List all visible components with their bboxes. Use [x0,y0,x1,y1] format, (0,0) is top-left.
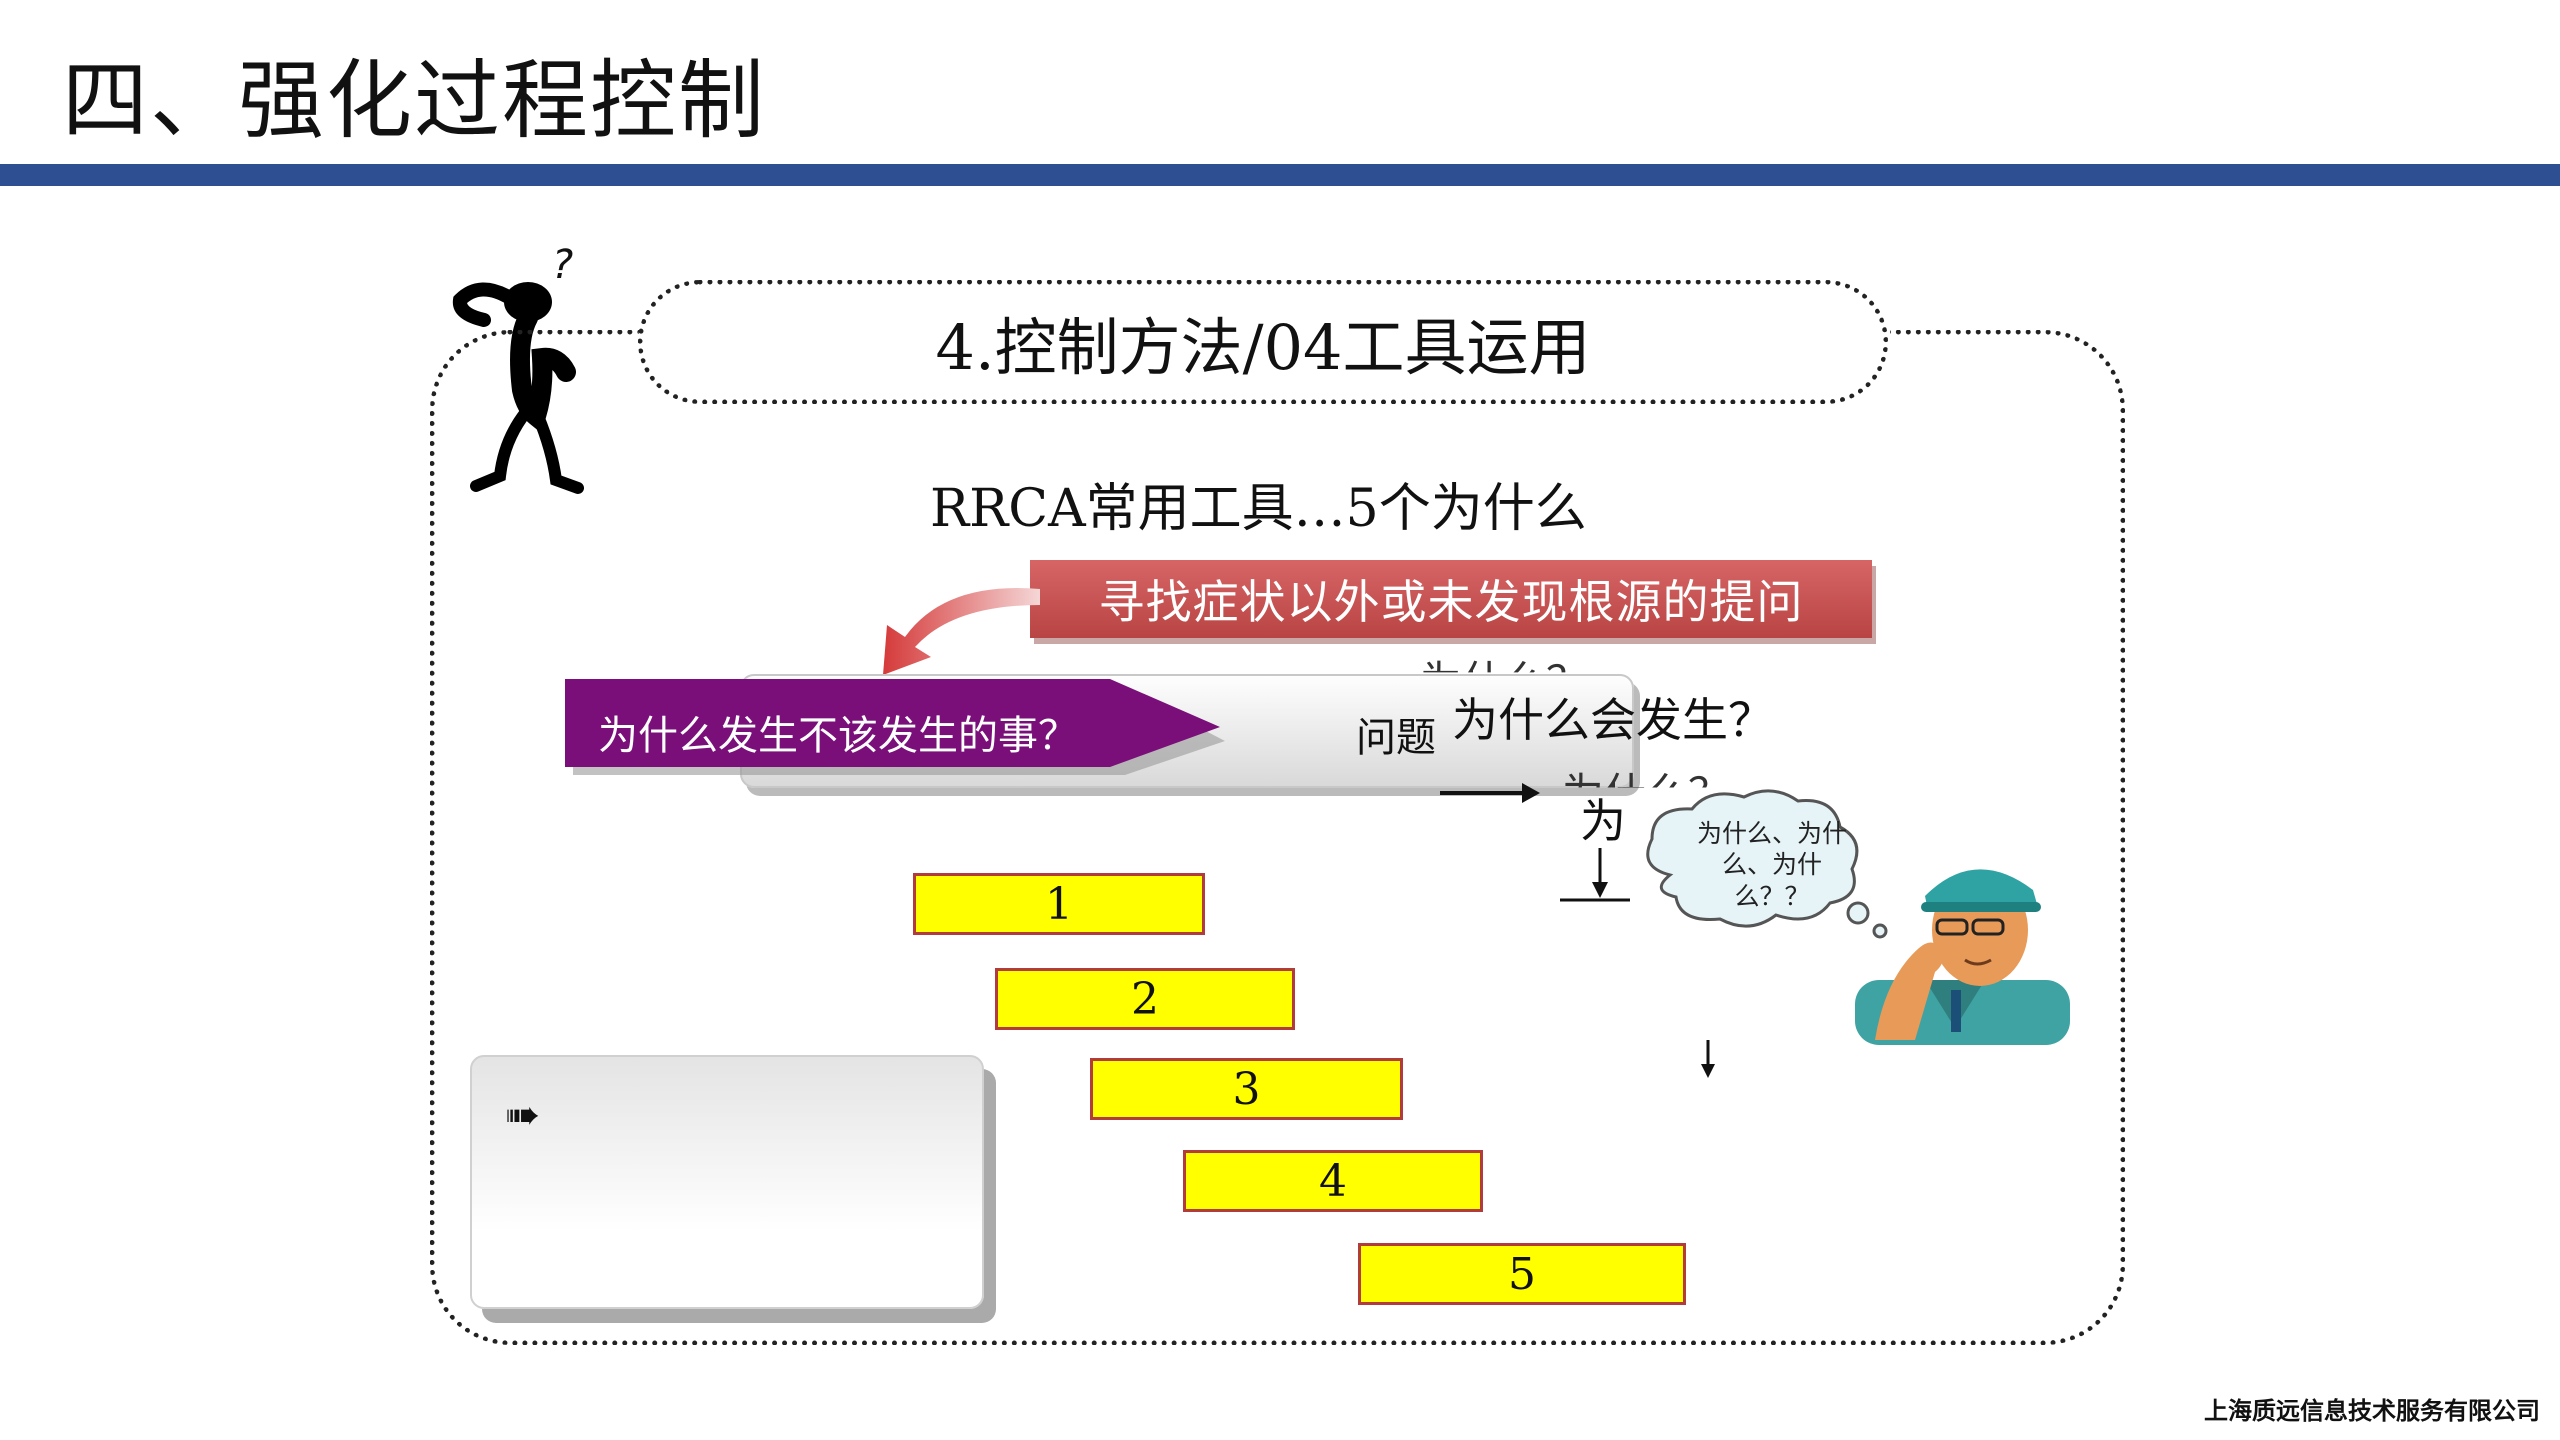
page-title: 四、强化过程控制 [62,51,766,151]
step-box: 3 [1090,1058,1403,1120]
problem-label: 问题 [1356,715,1436,761]
why-happen-question: 为什么会发生？ [1452,693,1774,747]
partial-why-text: 为 [1580,794,1626,848]
tool-subtitle: RRCA常用工具…5个为什么 [930,479,1587,539]
thinking-worker-icon [1855,869,2070,1045]
banner-text: 寻找症状以外或未发现根源的提问 [1098,575,1804,629]
thought-cloud-text: 为什么、为什么、为什么？？ [1696,819,1847,911]
hidden-question-line-2: 为什么？ [1562,769,1731,818]
svg-text:?: ? [552,242,573,288]
curved-arrow-icon [883,588,1040,675]
thinking-figure-icon: ? [452,242,584,494]
down-arrow-icon [1560,848,1630,902]
step-box: 2 [995,968,1295,1030]
step-box: 4 [1183,1150,1483,1212]
step-box: 5 [1358,1243,1686,1305]
purple-arrow-text: 为什么发生不该发生的事？ [598,713,1078,759]
thought-cloud-icon [1646,789,1888,939]
action-box[interactable] [470,1055,984,1309]
root-cause-banner: 寻找症状以外或未发现根源的提问 [1030,560,1872,638]
company-footer: 上海质远信息技术服务有限公司 [2204,1396,2540,1425]
right-arrow-icon [1440,783,1540,803]
step-box: 1 [913,873,1205,935]
section-title: 4.控制方法/04工具运用 [935,311,1591,384]
title-divider-bar [0,164,2560,186]
small-down-arrow-icon [1701,1040,1715,1078]
section-title-pill: 4.控制方法/04工具运用 [638,280,1888,404]
hidden-question-line: 为什么？ [1420,648,1588,672]
right-pointer-icon: ➠ [505,1090,541,1139]
purple-arrow-shape [565,679,1225,775]
